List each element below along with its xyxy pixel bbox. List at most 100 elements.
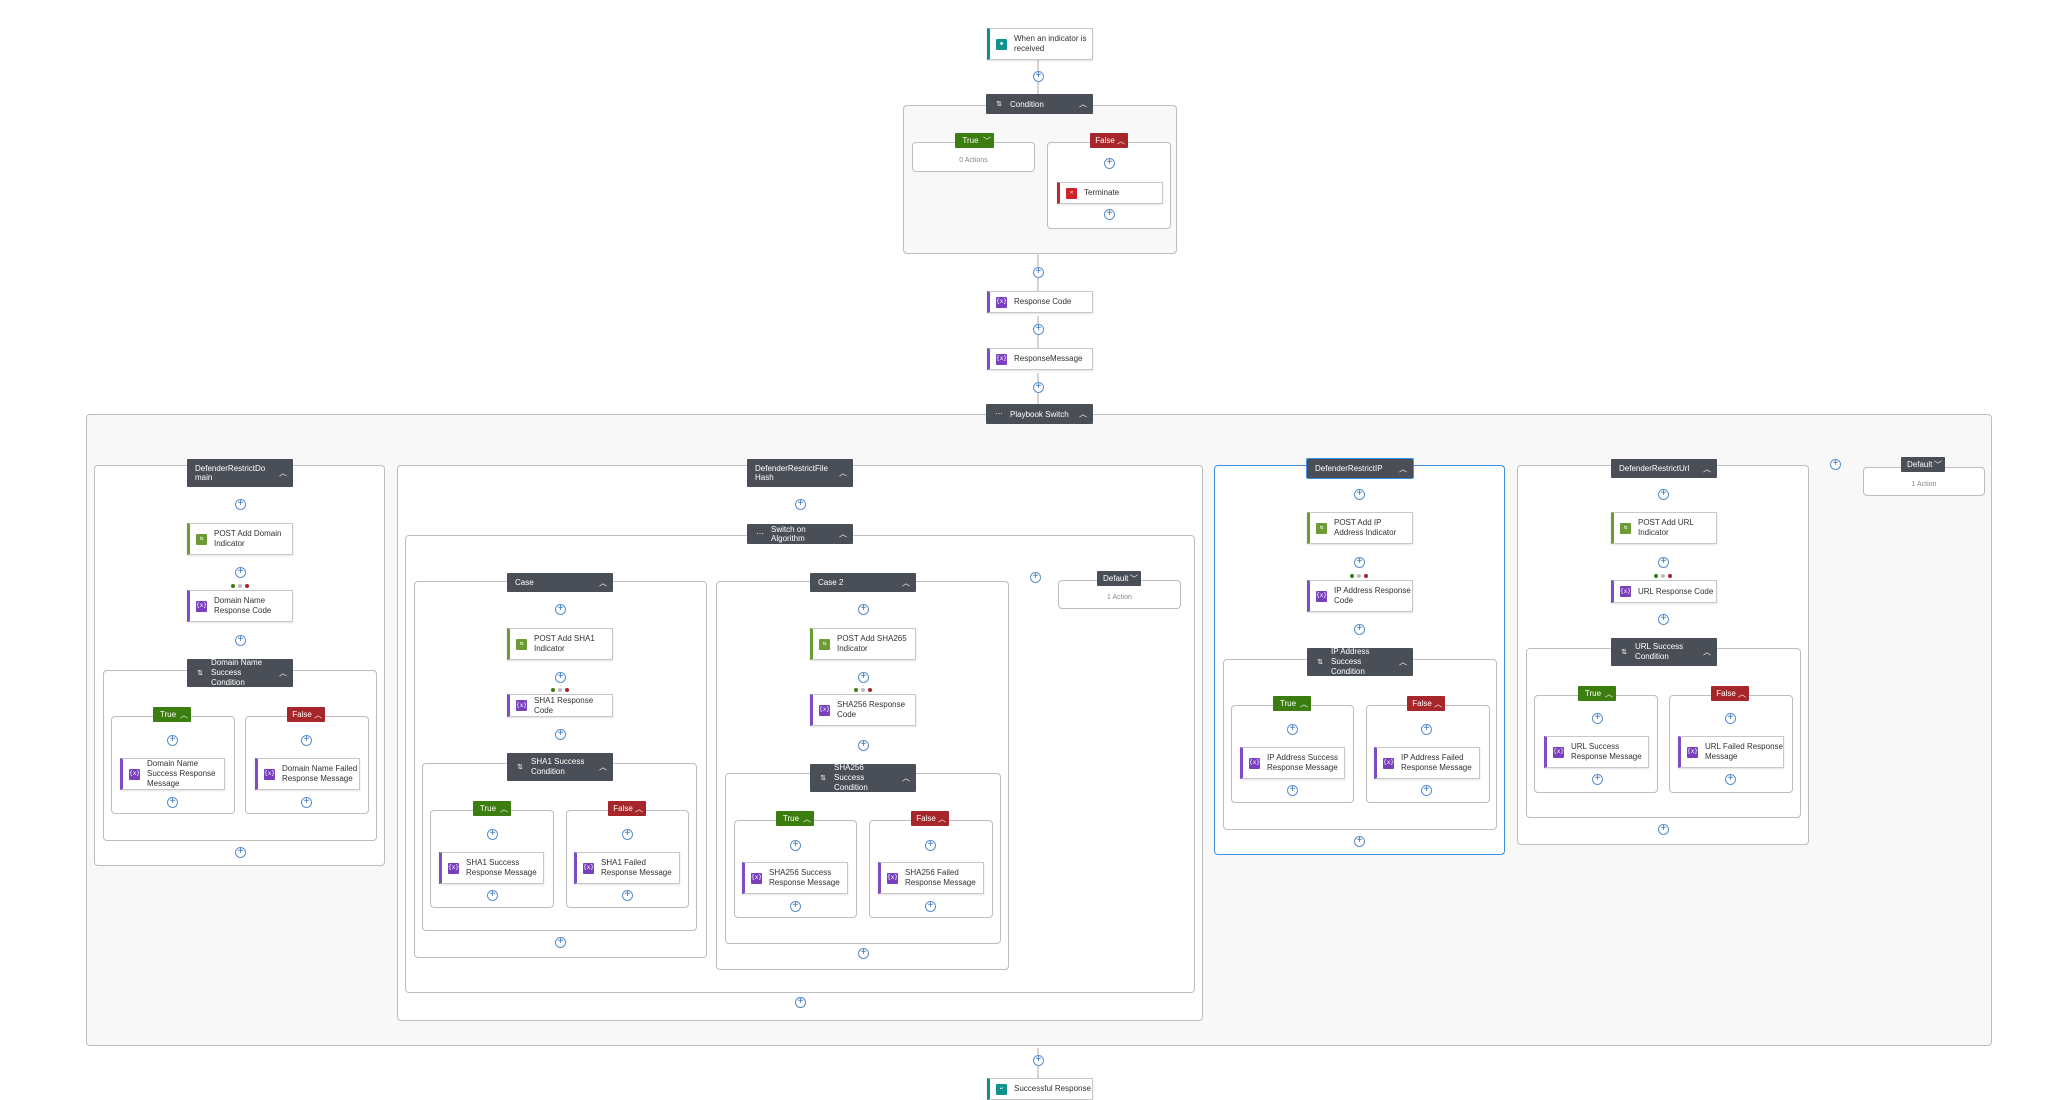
sha256-case-header[interactable]: Case 2 ︿ bbox=[810, 573, 916, 592]
domain-success-card[interactable]: {x} Domain Name Success Response Message bbox=[120, 758, 225, 790]
insert-step-button[interactable]: + bbox=[925, 901, 936, 912]
insert-step-button[interactable]: + bbox=[790, 901, 801, 912]
insert-step-button[interactable]: + bbox=[858, 672, 869, 683]
insert-step-button[interactable]: + bbox=[1033, 267, 1044, 278]
domain-condition-header[interactable]: ⇅ Domain Name Success Condition ︿ bbox=[187, 658, 293, 687]
url-false-label[interactable]: False︿ bbox=[1711, 686, 1749, 701]
insert-step-button[interactable]: + bbox=[167, 797, 178, 808]
insert-step-button[interactable]: + bbox=[555, 604, 566, 615]
response-code-card[interactable]: {x} Response Code bbox=[987, 291, 1093, 313]
chevron-down-icon[interactable]: ﹀ bbox=[1130, 574, 1138, 583]
add-case-button[interactable]: + bbox=[1830, 459, 1841, 470]
chevron-up-icon[interactable]: ︿ bbox=[839, 529, 847, 539]
insert-step-button[interactable]: + bbox=[1658, 614, 1669, 625]
sha1-true-label[interactable]: True︿ bbox=[473, 801, 511, 816]
insert-step-button[interactable]: + bbox=[301, 797, 312, 808]
insert-step-button[interactable]: + bbox=[795, 499, 806, 510]
insert-step-button[interactable]: + bbox=[1033, 324, 1044, 335]
chevron-up-icon[interactable]: ︿ bbox=[839, 468, 847, 478]
ip-false-label[interactable]: False︿ bbox=[1407, 696, 1445, 711]
insert-step-button[interactable]: + bbox=[858, 740, 869, 751]
chevron-up-icon[interactable]: ︿ bbox=[1399, 464, 1407, 473]
response-message-card[interactable]: {x} ResponseMessage bbox=[987, 348, 1093, 370]
ip-post-card[interactable]: ⇆ POST Add IP Address Indicator bbox=[1307, 512, 1413, 544]
domain-case-header[interactable]: DefenderRestrictDomain ︿ bbox=[187, 459, 293, 487]
domain-failed-card[interactable]: {x} Domain Name Failed Response Message bbox=[255, 758, 360, 790]
chevron-up-icon[interactable]: ︿ bbox=[279, 468, 287, 478]
insert-step-button[interactable]: + bbox=[1421, 724, 1432, 735]
sha256-success-card[interactable]: {x} SHA256 Success Response Message bbox=[742, 862, 848, 894]
insert-step-button[interactable]: + bbox=[167, 735, 178, 746]
insert-step-button[interactable]: + bbox=[1033, 382, 1044, 393]
terminate-card[interactable]: ✕ Terminate bbox=[1057, 182, 1163, 204]
algorithm-switch-header[interactable]: ⋯ Switch on Algorithm ︿ bbox=[747, 524, 853, 544]
ip-response-code-card[interactable]: {x} IP Address Response Code bbox=[1307, 580, 1413, 612]
insert-step-button[interactable]: + bbox=[1592, 713, 1603, 724]
add-case-button[interactable]: + bbox=[1030, 572, 1041, 583]
url-post-card[interactable]: ⇆ POST Add URL Indicator bbox=[1611, 512, 1717, 544]
sha256-response-code-card[interactable]: {x} SHA256 Response Code bbox=[810, 694, 916, 726]
sha256-failed-card[interactable]: {x} SHA256 Failed Response Message bbox=[878, 862, 984, 894]
sha1-post-card[interactable]: ⇆ POST Add SHA1 Indicator bbox=[507, 628, 613, 660]
url-case-header[interactable]: DefenderRestrictUrl ︿ bbox=[1611, 459, 1717, 478]
successful-response-card[interactable]: ↩ Successful Response bbox=[987, 1078, 1093, 1100]
insert-step-button[interactable]: + bbox=[1658, 489, 1669, 500]
filehash-case-header[interactable]: DefenderRestrictFileHash ︿ bbox=[747, 459, 853, 487]
insert-step-button[interactable]: + bbox=[1033, 1055, 1044, 1066]
insert-step-button[interactable]: + bbox=[858, 604, 869, 615]
insert-step-button[interactable]: + bbox=[235, 847, 246, 858]
insert-step-button[interactable]: + bbox=[1725, 774, 1736, 785]
chevron-up-icon[interactable]: ︿ bbox=[599, 578, 607, 587]
insert-step-button[interactable]: + bbox=[487, 890, 498, 901]
url-response-code-card[interactable]: {x} URL Response Code bbox=[1611, 580, 1717, 603]
insert-step-button[interactable]: + bbox=[1658, 557, 1669, 568]
insert-step-button[interactable]: + bbox=[790, 840, 801, 851]
insert-step-button[interactable]: + bbox=[622, 829, 633, 840]
condition-header[interactable]: ⇅ Condition ︿ bbox=[986, 94, 1093, 114]
playbook-switch-header[interactable]: ⋯ Playbook Switch ︿ bbox=[986, 404, 1093, 424]
chevron-up-icon[interactable]: ︿ bbox=[1079, 409, 1087, 419]
insert-step-button[interactable]: + bbox=[858, 948, 869, 959]
chevron-up-icon[interactable]: ︿ bbox=[902, 773, 910, 783]
url-condition-header[interactable]: ⇅ URL Success Condition ︿ bbox=[1611, 638, 1717, 666]
insert-step-button[interactable]: + bbox=[555, 672, 566, 683]
insert-step-button[interactable]: + bbox=[1354, 489, 1365, 500]
domain-post-card[interactable]: ⇆ POST Add Domain Indicator bbox=[187, 523, 293, 555]
condition-false-label[interactable]: False︿ bbox=[1090, 133, 1128, 148]
insert-step-button[interactable]: + bbox=[487, 829, 498, 840]
trigger-card[interactable]: ◆ When an indicator is received bbox=[987, 28, 1093, 60]
insert-step-button[interactable]: + bbox=[1104, 209, 1115, 220]
chevron-up-icon[interactable]: ︿ bbox=[1079, 99, 1087, 109]
chevron-up-icon[interactable]: ︿ bbox=[1399, 657, 1407, 667]
url-failed-card[interactable]: {x} URL Failed Response Message bbox=[1678, 736, 1784, 768]
insert-step-button[interactable]: + bbox=[1658, 824, 1669, 835]
condition-true-label[interactable]: True﹀ bbox=[955, 133, 994, 148]
ip-failed-card[interactable]: {x} IP Address Failed Response Message bbox=[1374, 747, 1480, 779]
insert-step-button[interactable]: + bbox=[1354, 624, 1365, 635]
ip-true-label[interactable]: True︿ bbox=[1273, 696, 1311, 711]
insert-step-button[interactable]: + bbox=[1104, 158, 1115, 169]
chevron-up-icon[interactable]: ︿ bbox=[599, 762, 607, 772]
insert-step-button[interactable]: + bbox=[795, 997, 806, 1008]
insert-step-button[interactable]: + bbox=[1421, 785, 1432, 796]
ip-condition-header[interactable]: ⇅ IP Address Success Condition ︿ bbox=[1307, 647, 1413, 676]
ip-success-card[interactable]: {x} IP Address Success Response Message bbox=[1240, 747, 1345, 779]
domain-true-label[interactable]: True︿ bbox=[153, 707, 191, 722]
insert-step-button[interactable]: + bbox=[235, 635, 246, 646]
chevron-up-icon[interactable]: ︿ bbox=[902, 578, 910, 587]
insert-step-button[interactable]: + bbox=[622, 890, 633, 901]
sha256-true-label[interactable]: True︿ bbox=[776, 811, 814, 826]
insert-step-button[interactable]: + bbox=[1354, 557, 1365, 568]
insert-step-button[interactable]: + bbox=[1287, 724, 1298, 735]
chevron-up-icon[interactable]: ︿ bbox=[279, 668, 287, 678]
sha256-condition-header[interactable]: ⇅ SHA256 Success Condition ︿ bbox=[810, 763, 916, 792]
chevron-down-icon[interactable]: ﹀ bbox=[1934, 460, 1942, 469]
insert-step-button[interactable]: + bbox=[1725, 713, 1736, 724]
insert-step-button[interactable]: + bbox=[555, 729, 566, 740]
domain-false-label[interactable]: False︿ bbox=[287, 707, 325, 722]
insert-step-button[interactable]: + bbox=[235, 567, 246, 578]
insert-step-button[interactable]: + bbox=[301, 735, 312, 746]
insert-step-button[interactable]: + bbox=[925, 840, 936, 851]
sha256-post-card[interactable]: ⇆ POST Add SHA265 Indicator bbox=[810, 628, 916, 660]
insert-step-button[interactable]: + bbox=[1287, 785, 1298, 796]
